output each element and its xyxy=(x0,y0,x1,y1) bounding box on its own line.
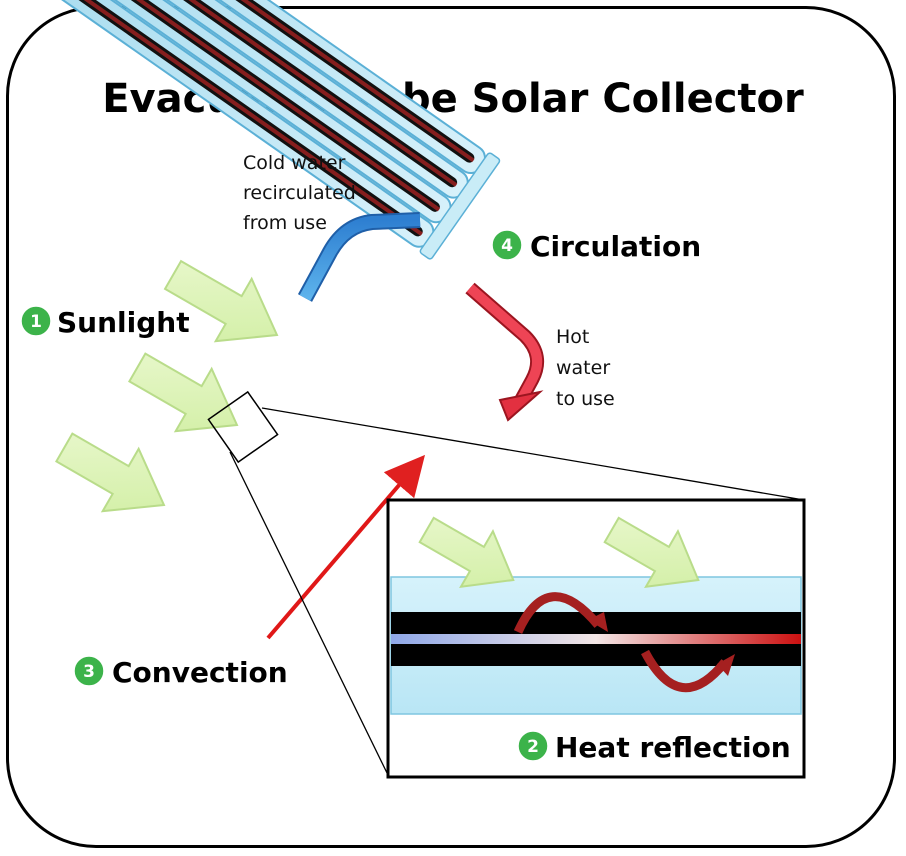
step-label: Circulation xyxy=(530,230,701,263)
step-heat-reflection: 2 Heat reflection xyxy=(517,730,791,764)
sunlight-arrow xyxy=(55,432,166,513)
heat-reflection-inset xyxy=(386,498,806,779)
svg-text:recirculated: recirculated xyxy=(243,182,356,204)
step-circulation: 4 Circulation xyxy=(491,229,701,263)
convection-arrow xyxy=(266,454,426,640)
svg-text:Hot: Hot xyxy=(556,326,589,348)
cold-water-note: Cold water recirculated from use xyxy=(243,152,356,234)
svg-text:to use: to use xyxy=(556,388,615,410)
zoom-line xyxy=(261,407,805,501)
header-manifold xyxy=(419,152,501,260)
sunlight-arrow xyxy=(128,352,239,433)
svg-text:4: 4 xyxy=(501,236,513,256)
svg-text:water: water xyxy=(556,357,610,379)
step-convection: 3 Convection xyxy=(73,655,288,689)
zoom-source-box xyxy=(207,390,279,464)
sunlight-arrow xyxy=(163,259,279,343)
hot-water-arrow xyxy=(465,282,545,422)
svg-text:3: 3 xyxy=(83,662,95,682)
step-sunlight: 1 Sunlight xyxy=(20,305,190,339)
hot-water-note: Hot water to use xyxy=(556,326,615,410)
step-label: Heat reflection xyxy=(555,731,791,764)
svg-text:1: 1 xyxy=(30,312,42,332)
zoom-line xyxy=(229,451,389,776)
svg-text:from use: from use xyxy=(243,212,327,234)
svg-text:Cold water: Cold water xyxy=(243,152,346,174)
tube xyxy=(40,0,435,248)
step-label: Convection xyxy=(112,656,288,689)
step-label: Sunlight xyxy=(57,306,190,339)
svg-text:2: 2 xyxy=(527,737,539,757)
tube-array xyxy=(40,0,501,260)
